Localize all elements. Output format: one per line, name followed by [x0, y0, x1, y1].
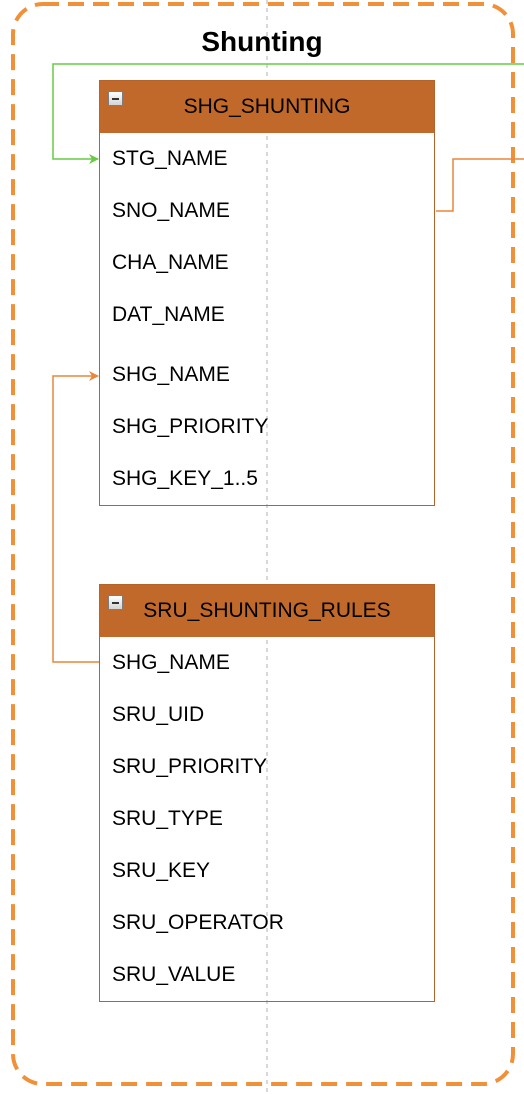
field-shg-priority[interactable]: SHG_PRIORITY [112, 415, 269, 438]
field-shg-key[interactable]: SHG_KEY_1..5 [112, 467, 258, 490]
field-stg-name[interactable]: STG_NAME [112, 147, 228, 170]
link-stg-name[interactable] [52, 63, 524, 164]
field-sno-name[interactable]: SNO_NAME [112, 199, 230, 222]
table-title: SHG_SHUNTING [183, 95, 351, 118]
field-sru-type[interactable]: SRU_TYPE [112, 807, 223, 830]
link-shg-name[interactable] [52, 371, 99, 663]
field-sru-key[interactable]: SRU_KEY [112, 859, 211, 882]
group-title: Shunting [201, 26, 323, 57]
collapse-icon[interactable] [108, 91, 123, 106]
field-sru-priority[interactable]: SRU_PRIORITY [112, 755, 268, 778]
field-sru-operator[interactable]: SRU_OPERATOR [112, 911, 284, 934]
table-title: SRU_SHUNTING_RULES [143, 599, 391, 622]
field-dat-name[interactable]: DAT_NAME [112, 303, 225, 326]
table-shg-shunting[interactable]: SHG_SHUNTING STG_NAME SNO_NAME CHA_NAME … [99, 80, 435, 506]
field-sru-value[interactable]: SRU_VALUE [112, 963, 236, 986]
table-header[interactable]: SHG_SHUNTING [100, 81, 434, 133]
field-sru-uid[interactable]: SRU_UID [112, 703, 205, 726]
link-sno-name[interactable] [436, 158, 524, 212]
group-container-border [11, 2, 515, 1086]
field-shg-name[interactable]: SHG_NAME [112, 363, 230, 386]
table-sru-shunting-rules[interactable]: SRU_SHUNTING_RULES SHG_NAME SRU_UID SRU_… [99, 584, 435, 1002]
table-header[interactable]: SRU_SHUNTING_RULES [100, 585, 434, 637]
collapse-icon[interactable] [108, 595, 123, 610]
field-cha-name[interactable]: CHA_NAME [112, 251, 229, 274]
field-shg-name[interactable]: SHG_NAME [112, 651, 230, 674]
